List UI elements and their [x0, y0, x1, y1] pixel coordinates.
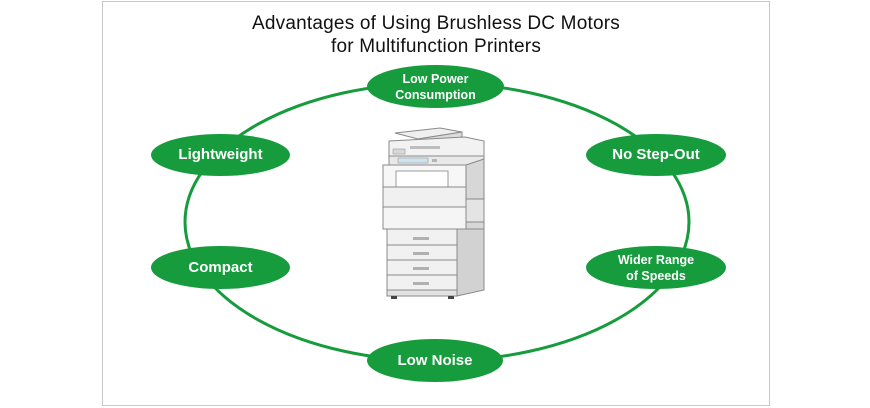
node-low-power-consumption: Low Power Consumption	[367, 65, 504, 108]
node-low-noise-label: Low Noise	[397, 351, 473, 369]
node-wider-range-of-speeds-label: Wider Range of Speeds	[617, 252, 695, 283]
title-line-2: for Multifunction Printers	[330, 36, 542, 57]
node-compact-label: Compact	[188, 258, 253, 276]
node-compact: Compact	[151, 246, 290, 289]
multifunction-printer-icon	[382, 127, 485, 299]
node-lightweight-label: Lightweight	[178, 146, 263, 163]
diagram-title: Advantages of Using Brushless DC Motors …	[102, 12, 770, 58]
node-lightweight: Lightweight	[151, 134, 290, 176]
node-low-noise: Low Noise	[367, 339, 503, 382]
node-no-step-out-label: No Step-Out	[612, 146, 700, 163]
title-line-1: Advantages of Using Brushless DC Motors	[252, 13, 620, 34]
node-low-power-consumption-label: Low Power Consumption	[395, 71, 476, 102]
node-no-step-out: No Step-Out	[586, 134, 726, 176]
node-wider-range-of-speeds: Wider Range of Speeds	[586, 246, 726, 289]
